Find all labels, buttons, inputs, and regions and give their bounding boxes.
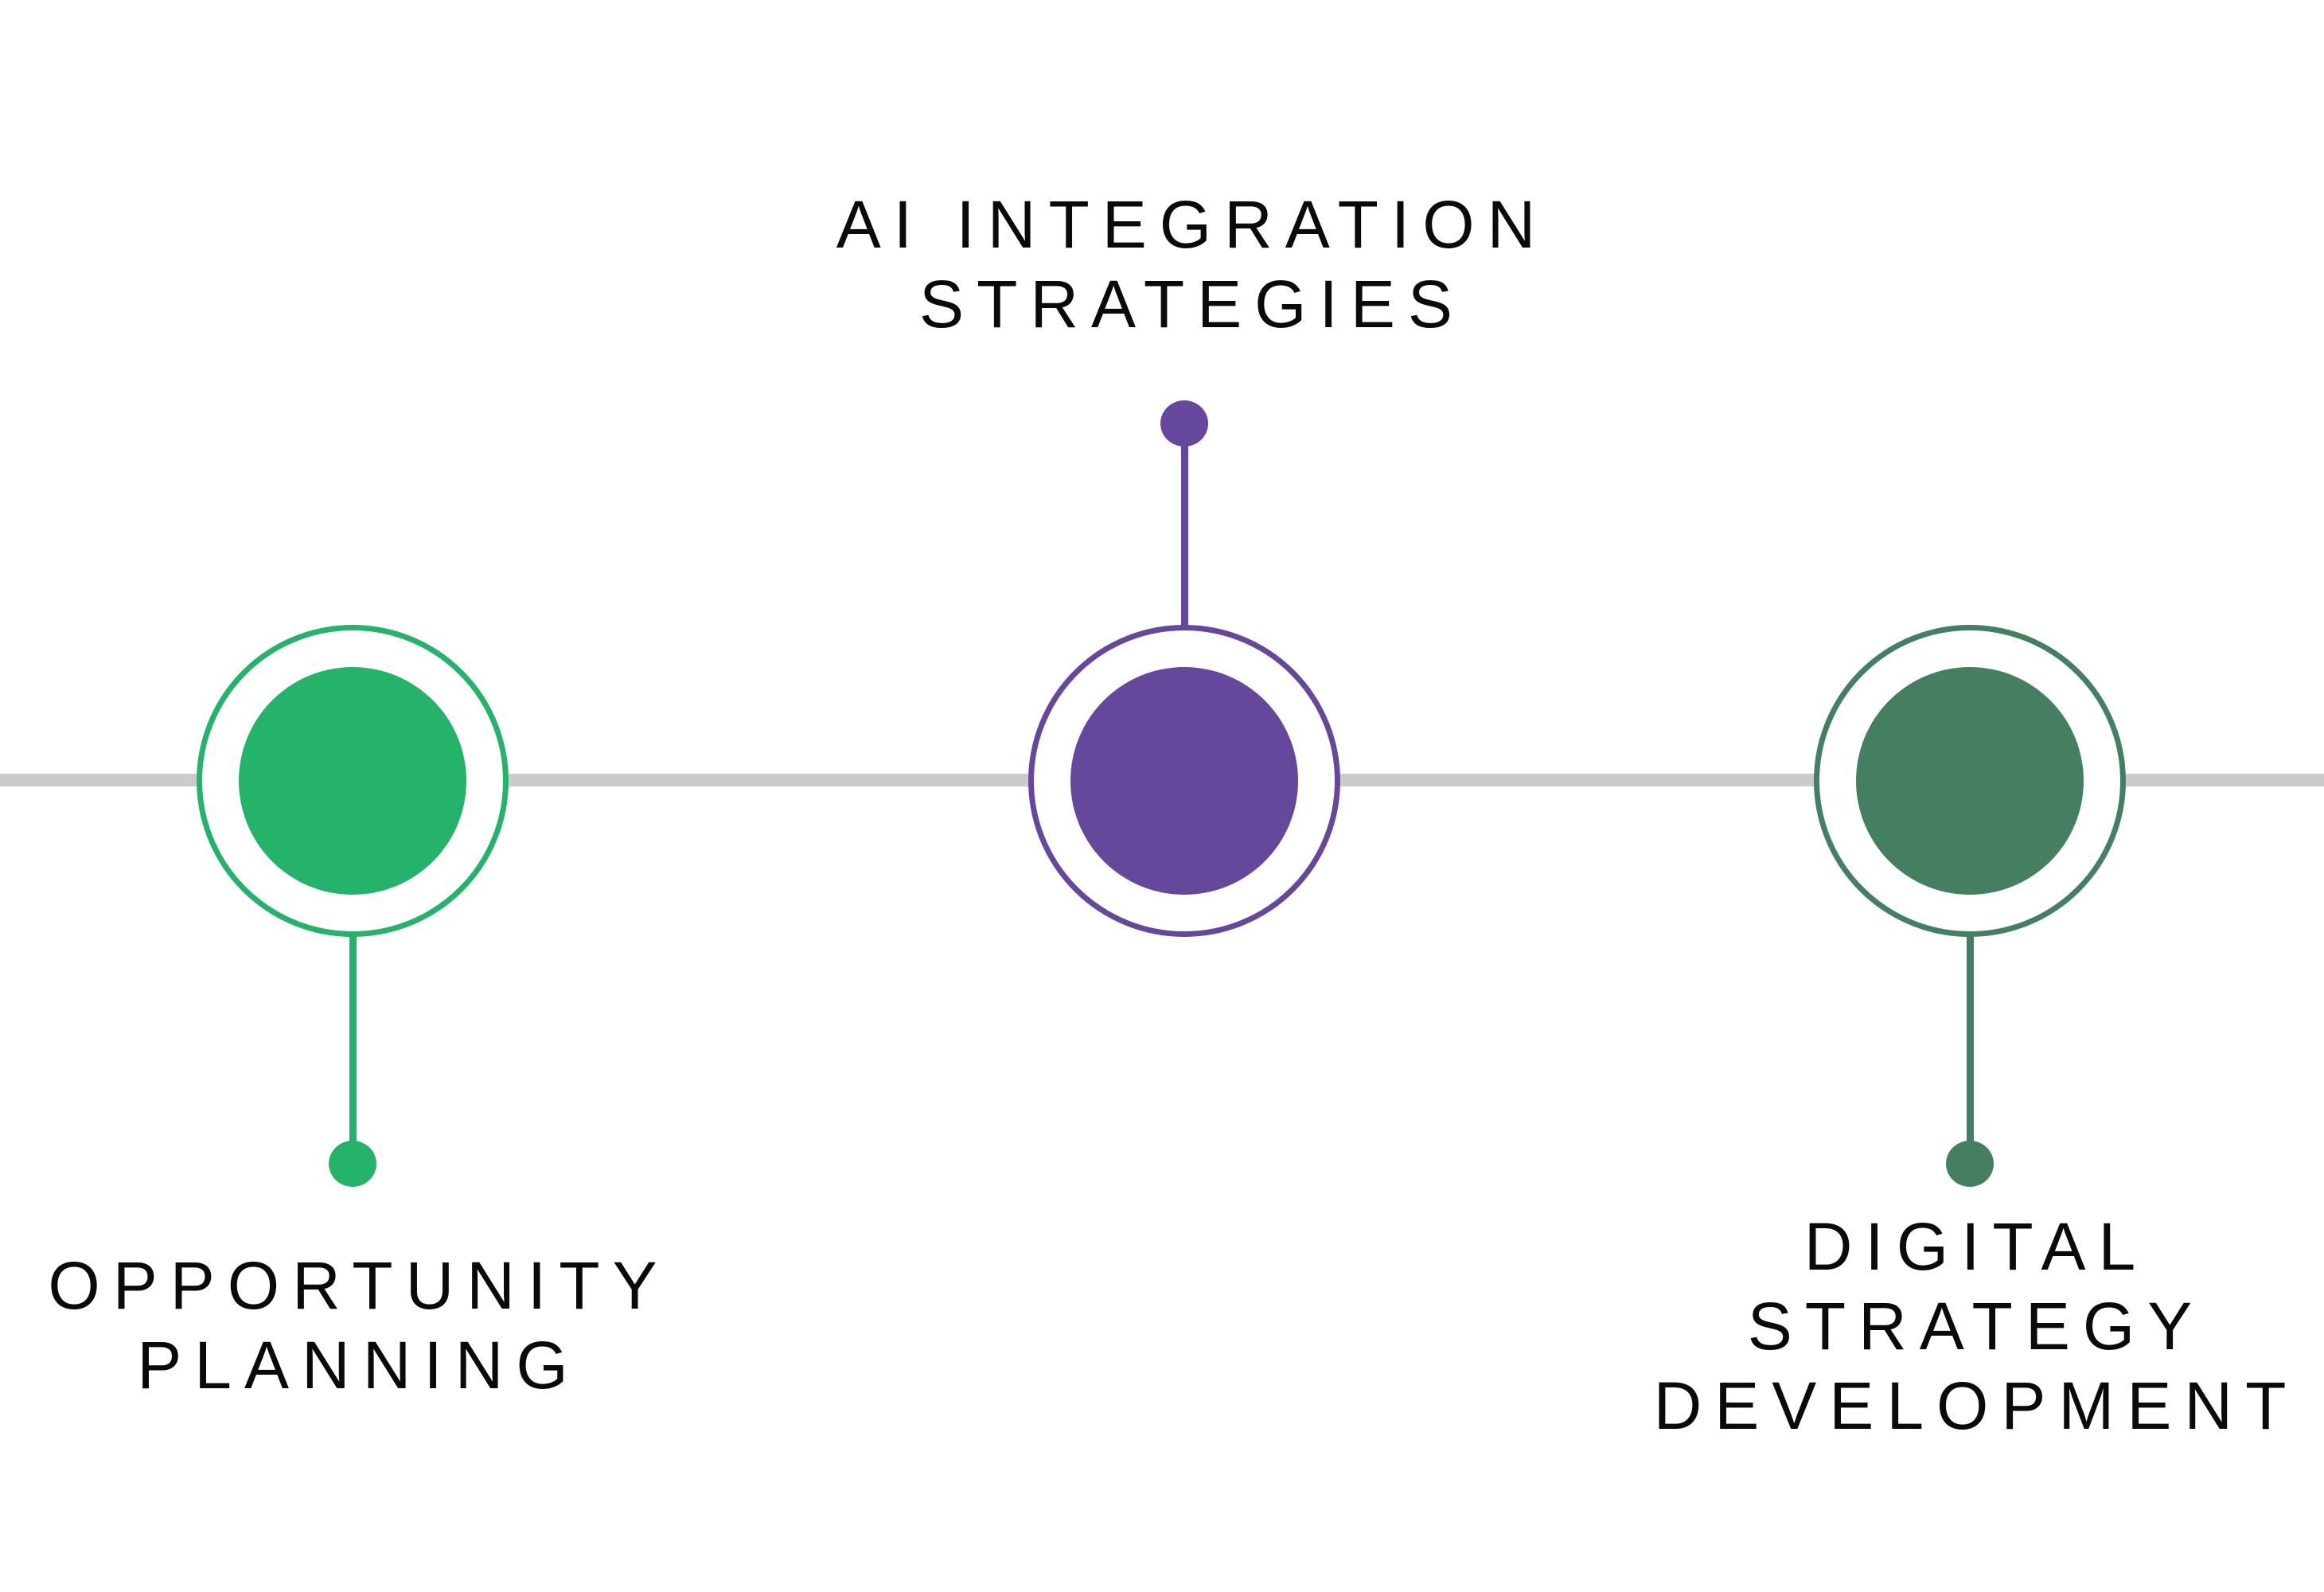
milestone-node-digital (1814, 625, 2126, 937)
milestone-node-opportunity (197, 625, 509, 937)
label-line: DEVELOPMENT (1653, 1368, 2299, 1443)
milestone-label-ai: AI INTEGRATION STRATEGIES (824, 185, 1548, 344)
milestone-core (1070, 667, 1298, 895)
label-line: PLANNING (137, 1328, 581, 1403)
milestone-label-opportunity: OPPORTUNITY PLANNING (35, 1246, 669, 1405)
milestone-stem (349, 931, 357, 1164)
label-line: DIGITAL (1803, 1209, 2149, 1284)
milestone-label-digital: DIGITAL STRATEGY DEVELOPMENT (1641, 1207, 2299, 1446)
label-line: OPPORTUNITY (48, 1248, 670, 1323)
milestone-core (1856, 667, 2084, 895)
label-line: STRATEGIES (919, 267, 1465, 341)
milestone-stem (1181, 412, 1188, 631)
label-line: AI INTEGRATION (836, 187, 1549, 262)
milestone-end-dot (329, 1141, 376, 1187)
milestone-end-dot (1160, 400, 1208, 447)
milestone-node-ai (1028, 625, 1340, 937)
label-line: STRATEGY (1747, 1289, 2205, 1364)
milestone-core (239, 667, 466, 895)
milestone-end-dot (1946, 1141, 1994, 1187)
milestone-stem (1967, 931, 1974, 1164)
